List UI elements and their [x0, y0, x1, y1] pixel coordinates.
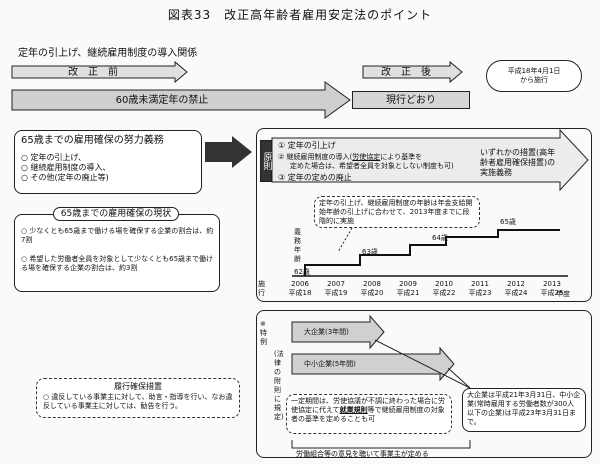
- company-note: 大企業は平成21年3月31日、中小企業(常時雇用する労働者数が300人以下の企業…: [462, 388, 586, 432]
- pointer-1: [374, 339, 471, 389]
- special-sub: (法律の附則に規定): [274, 350, 284, 421]
- era-2012: 平成24: [504, 289, 528, 297]
- principle-item-1: ① 定年の引上げ: [278, 141, 336, 150]
- principle-label: 原則: [260, 140, 272, 182]
- effort-item-3: ○ その他(定年の廃止等): [21, 173, 109, 182]
- year-2006: 2006: [291, 280, 309, 288]
- large-company-arrow: [291, 314, 385, 350]
- era-2009: 平成21: [396, 289, 420, 297]
- age-62: 62歳: [294, 268, 310, 276]
- measures-box: 履行確保措置 ○ 違反している事業主に対して、助言・指導を行い、なお違反している…: [36, 378, 240, 418]
- principle-item-2-line2: 定めた場合は、希望者全員を対象としない制度も可): [290, 162, 454, 170]
- labor-union-note: 労働組合等の意見を聴いて事業主が定める: [296, 450, 429, 458]
- effort-item-2: ○ 継続雇用制度の導入、: [21, 163, 111, 172]
- sme-label: 中小企業(5年間): [304, 360, 356, 368]
- any-measure-text: いずれかの措置(高年齢者雇用確保措置)の実施義務: [480, 148, 556, 177]
- after-label: 改 正 後: [381, 66, 431, 78]
- effort-duty-title: 65歳までの雇用確保の努力義務: [21, 135, 164, 146]
- after-arrow: [362, 60, 463, 84]
- prohibit-arrow: [11, 81, 351, 119]
- as-is-box: 現行どおり: [352, 91, 470, 109]
- year-2013: 2013: [543, 280, 561, 288]
- effort-to-after-arrow: [205, 136, 252, 168]
- year-2010: 2010: [435, 280, 453, 288]
- measures-title: 履行確保措置: [114, 382, 162, 391]
- effort-item-1: ○ 定年の引上げ、: [21, 153, 86, 162]
- era-2010: 平成22: [432, 289, 456, 297]
- implementation-label: 施行: [258, 280, 265, 297]
- pointer-2: [447, 367, 471, 389]
- section-heading: 定年の引上げ、継続雇用制度の導入関係: [18, 48, 198, 59]
- principle-chevron: [271, 128, 589, 192]
- effort-duty-box: 65歳までの雇用確保の努力義務 ○ 定年の引上げ、 ○ 継続雇用制度の導入、 ○…: [14, 130, 202, 194]
- measures-text: ○ 違反している事業主に対して、助言・指導を行い、なお違反している事業主に対して…: [43, 393, 233, 410]
- effective-date-badge: 平成18年4月1日 から施行: [486, 60, 582, 92]
- status-title: 65歳までの雇用確保の現状: [53, 207, 179, 221]
- special-frame: [256, 310, 592, 458]
- era-2007: 平成19: [324, 289, 348, 297]
- prohibit-under60-label: 60歳未満定年の禁止: [115, 94, 209, 106]
- year-label: 年度: [556, 290, 570, 298]
- age-65: 65歳: [500, 218, 516, 226]
- age-step-line: [304, 229, 560, 276]
- year-2011: 2011: [471, 280, 489, 288]
- year-2009: 2009: [399, 280, 417, 288]
- union-bracket: [291, 440, 471, 449]
- era-2013: 平成25: [540, 289, 564, 297]
- note-pointer: [337, 227, 353, 253]
- page-title: 図表33 改正高年齢者雇用安定法のポイント: [167, 8, 433, 22]
- special-note-1: 一定期間は、労使協議が不調に終わった場合に労使協定に代えて就業規則等で継続雇用制…: [286, 394, 452, 434]
- age-note: 定年の引上げ、継続雇用制度の年齢は年金支給開始年齢の引上げに合わせて、2013年…: [314, 196, 480, 228]
- status-item-1: ○ 少なくとも65歳まで働ける場を確保する企業の割合は、約7割: [21, 227, 214, 244]
- principle-item-3: ③ 定年の定めの廃止: [278, 173, 352, 182]
- age-64: 64歳: [432, 234, 448, 242]
- era-2006: 平成18: [288, 289, 312, 297]
- year-2007: 2007: [327, 280, 345, 288]
- principle-frame: [256, 128, 592, 302]
- year-2008: 2008: [363, 280, 381, 288]
- age-63: 63歳: [362, 248, 378, 256]
- special-label: ※特例: [260, 320, 267, 346]
- obligation-age-label: 義務年齢: [294, 228, 301, 263]
- era-2008: 平成20: [360, 289, 384, 297]
- era-2011: 平成23: [468, 289, 492, 297]
- before-label: 改 正 前: [68, 66, 118, 78]
- status-box: 65歳までの雇用確保の現状 ○ 少なくとも65歳まで働ける場を確保する企業の割合…: [14, 207, 220, 292]
- large-company-label: 大企業(3年間): [304, 328, 349, 336]
- year-2012: 2012: [507, 280, 525, 288]
- principle-item-2: ② 継続雇用制度の導入(労使協定により基準を: [278, 153, 423, 161]
- status-item-2: ○ 希望した労働者全員を対象として少なくとも65歳まで働ける場を確保する企業の割…: [21, 255, 214, 272]
- sme-arrow: [291, 346, 455, 382]
- before-arrow: [11, 60, 188, 84]
